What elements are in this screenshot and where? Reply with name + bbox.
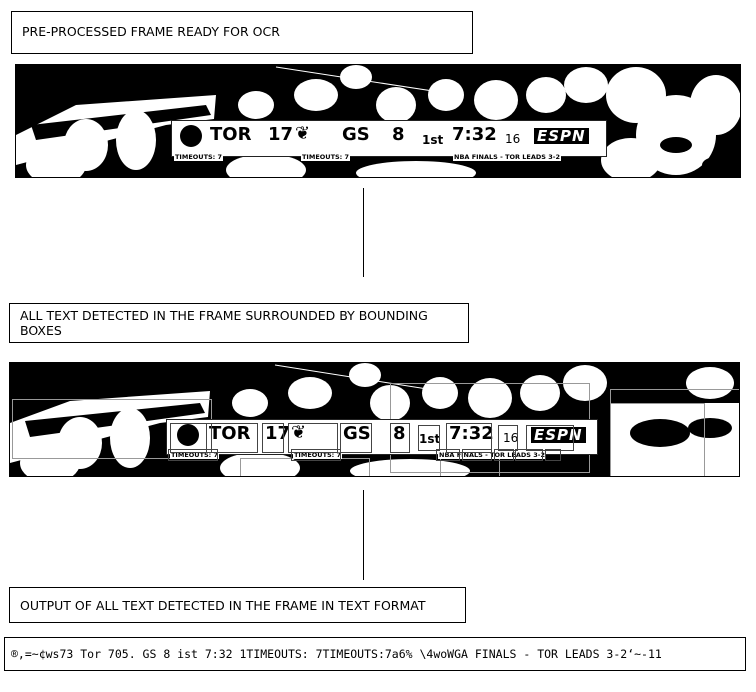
bounding-box <box>446 423 492 453</box>
raptors-logo-icon <box>180 125 202 147</box>
home-timeouts: TIMEOUTS: 7 <box>293 451 343 459</box>
bounding-box <box>291 449 341 461</box>
home-score: 8 <box>393 423 406 444</box>
away-timeouts: TIMEOUTS: 7 <box>170 451 220 459</box>
home-score: 8 <box>392 124 405 145</box>
ocr-output-label: OUTPUT OF ALL TEXT DETECTED IN THE FRAME… <box>9 587 466 623</box>
bounding-box <box>168 449 218 461</box>
bounding-box <box>526 425 574 451</box>
preprocessed-frame-image: TOR 17 ❦ GS 8 1st 7:32 16 ESPN TIMEOUTS:… <box>15 64 741 178</box>
raptors-logo-icon <box>177 424 199 446</box>
bounding-box <box>288 423 338 453</box>
shot-clock: 16 <box>503 431 519 445</box>
bounding-box-frame-image: TOR 17 ❦ GS 8 1st 7:32 16 ESPN TIMEOUTS:… <box>9 362 740 477</box>
home-team: GS <box>342 124 370 145</box>
preprocessed-frame-label-text: PRE-PROCESSED FRAME READY FOR OCR <box>22 24 280 39</box>
away-score: 17 <box>268 124 294 145</box>
bounding-box <box>515 449 543 461</box>
bounding-box <box>340 423 372 453</box>
preprocessed-frame-label: PRE-PROCESSED FRAME READY FOR OCR <box>11 11 473 54</box>
bounding-box <box>462 449 492 461</box>
game-clock: 7:32 <box>452 124 497 145</box>
flow-connector-1 <box>363 188 364 277</box>
flow-connector-2 <box>363 490 364 580</box>
finals-trophy-icon: ❦ <box>295 123 311 144</box>
espn-logo: ESPN <box>534 128 589 144</box>
crowd-background <box>16 65 740 177</box>
bounding-box <box>494 449 514 461</box>
espn-logo: ESPN <box>531 427 586 443</box>
away-timeouts: TIMEOUTS: 7 <box>174 153 224 161</box>
detected-text-label: ALL TEXT DETECTED IN THE FRAME SURROUNDE… <box>9 303 469 343</box>
bounding-box <box>418 425 440 451</box>
home-team: GS <box>343 423 371 444</box>
bounding-box <box>545 449 561 461</box>
bounding-box <box>610 389 739 476</box>
game-clock: 7:32 <box>449 423 494 444</box>
away-team: TOR <box>209 423 251 444</box>
shot-clock: 16 <box>505 132 521 146</box>
detected-text-label-text: ALL TEXT DETECTED IN THE FRAME SURROUNDE… <box>20 308 428 338</box>
bounding-box <box>170 423 212 453</box>
bounding-box <box>206 423 258 453</box>
away-team: TOR <box>210 124 252 145</box>
finals-trophy-icon: ❦ <box>291 422 307 443</box>
ocr-output-text: ®,=~¢ws73 Tor 705. GS 8 ist 7:32 1TIMEOU… <box>4 637 746 671</box>
series-status: NBA FINALS - TOR LEADS 3-2 <box>453 153 561 161</box>
scorebug: TOR 17 ❦ GS 8 1st 7:32 16 ESPN <box>171 120 607 157</box>
ocr-output-label-text: OUTPUT OF ALL TEXT DETECTED IN THE FRAME… <box>20 597 426 613</box>
series-status: NBA FINALS - TOR LEADS 3-2 <box>438 451 546 459</box>
bounding-box <box>436 449 460 461</box>
period: 1st <box>419 432 441 446</box>
home-timeouts: TIMEOUTS: 7 <box>301 153 351 161</box>
bounding-box <box>390 423 410 453</box>
bounding-box <box>498 425 518 451</box>
period: 1st <box>422 133 444 147</box>
bounding-box <box>262 423 284 453</box>
